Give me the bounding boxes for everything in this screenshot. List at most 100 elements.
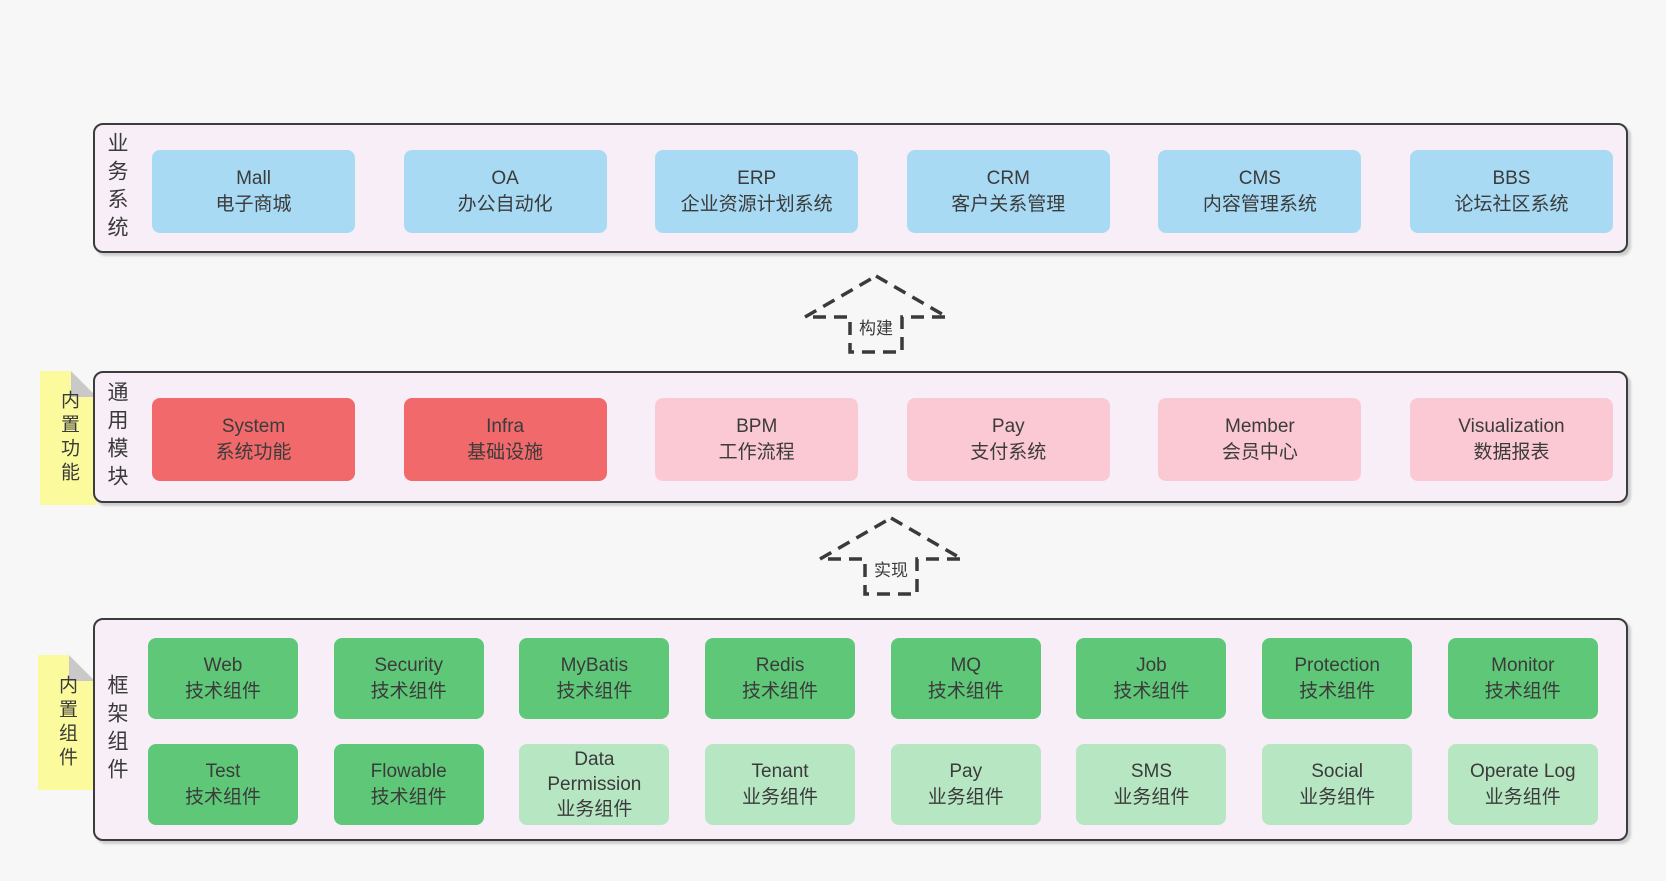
box-title: MQ bbox=[950, 655, 982, 677]
box-subtitle: 技术组件 bbox=[370, 786, 447, 808]
box-subtitle: 业务组件 bbox=[1113, 786, 1190, 808]
box-title: Data Permission bbox=[547, 748, 642, 795]
box-redis: Redis 技术组件 bbox=[705, 638, 856, 719]
box-subtitle: 业务组件 bbox=[927, 786, 1004, 808]
box-cms: CMS 内容管理系统 bbox=[1158, 150, 1362, 233]
sticky-note-label: 内置组件 bbox=[56, 674, 77, 771]
box-title: BPM bbox=[736, 416, 778, 438]
arrow-label: 构建 bbox=[856, 314, 896, 339]
box-title: Monitor bbox=[1491, 655, 1555, 677]
box-subtitle: 基础设施 bbox=[467, 441, 544, 463]
box-mq: MQ 技术组件 bbox=[890, 638, 1041, 719]
box-subtitle: 技术组件 bbox=[1299, 680, 1376, 702]
box-title: System bbox=[221, 416, 286, 438]
box-title: BBS bbox=[1492, 168, 1531, 190]
box-subtitle: 技术组件 bbox=[742, 680, 819, 702]
layer-business-systems: 业务系统 Mall 电子商城 OA 办公自动化 ERP 企业资源计划系统 CRM… bbox=[93, 123, 1628, 253]
layer-common-modules: 通用模块 System 系统功能 Infra 基础设施 BPM 工作流程 Pay… bbox=[93, 371, 1628, 503]
box-row: Web 技术组件 Security 技术组件 MyBatis 技术组件 Redi… bbox=[148, 638, 1598, 719]
box-title: Visualization bbox=[1458, 416, 1565, 438]
box-title: Job bbox=[1136, 655, 1167, 677]
box-title: Redis bbox=[755, 655, 805, 677]
box-flowable: Flowable 技术组件 bbox=[333, 744, 484, 825]
sticky-note-label: 内置功能 bbox=[58, 390, 79, 486]
box-subtitle: 内容管理系统 bbox=[1202, 193, 1317, 215]
box-oa: OA 办公自动化 bbox=[403, 150, 607, 233]
box-title: SMS bbox=[1130, 761, 1173, 783]
box-title: Protection bbox=[1294, 655, 1380, 677]
box-subtitle: 支付系统 bbox=[970, 441, 1047, 463]
layer-label: 框架组件 bbox=[105, 673, 128, 786]
box-bpm: BPM 工作流程 bbox=[655, 398, 859, 481]
box-sms: SMS 业务组件 bbox=[1076, 744, 1227, 825]
arrow-implement: 实现 bbox=[816, 515, 966, 597]
box-erp: ERP 企业资源计划系统 bbox=[655, 150, 859, 233]
box-title: Web bbox=[203, 655, 243, 677]
box-subtitle: 客户关系管理 bbox=[951, 193, 1066, 215]
box-subtitle: 论坛社区系统 bbox=[1454, 193, 1569, 215]
box-subtitle: 系统功能 bbox=[215, 441, 292, 463]
box-protection: Protection 技术组件 bbox=[1262, 638, 1413, 719]
box-crm: CRM 客户关系管理 bbox=[906, 150, 1110, 233]
layer-framework-components: 框架组件 Web 技术组件 Security 技术组件 MyBatis 技术组件… bbox=[93, 618, 1628, 841]
sticky-note-builtin-features: 内置功能 bbox=[40, 371, 97, 505]
box-mall: Mall 电子商城 bbox=[152, 150, 355, 233]
box-subtitle: 技术组件 bbox=[184, 786, 261, 808]
box-subtitle: 技术组件 bbox=[927, 680, 1004, 702]
box-subtitle: 工作流程 bbox=[718, 441, 795, 463]
box-title: Mall bbox=[236, 168, 271, 190]
box-system: System 系统功能 bbox=[152, 398, 355, 481]
box-social: Social 业务组件 bbox=[1262, 744, 1413, 825]
box-subtitle: 业务组件 bbox=[1484, 786, 1561, 808]
layer-label: 通用模块 bbox=[105, 381, 128, 493]
box-subtitle: 技术组件 bbox=[1113, 680, 1190, 702]
box-title: Pay bbox=[991, 416, 1025, 438]
box-subtitle: 业务组件 bbox=[742, 786, 819, 808]
box-title: ERP bbox=[737, 168, 777, 190]
box-row: System 系统功能 Infra 基础设施 BPM 工作流程 Pay 支付系统… bbox=[152, 398, 1613, 481]
box-subtitle: 数据报表 bbox=[1473, 441, 1550, 463]
box-mybatis: MyBatis 技术组件 bbox=[519, 638, 670, 719]
box-tenant: Tenant 业务组件 bbox=[705, 744, 856, 825]
box-title: Infra bbox=[486, 416, 525, 438]
box-pay: Pay 支付系统 bbox=[906, 398, 1110, 481]
box-title: Tenant bbox=[751, 761, 809, 783]
box-test: Test 技术组件 bbox=[148, 744, 298, 825]
box-subtitle: 技术组件 bbox=[370, 680, 447, 702]
box-security: Security 技术组件 bbox=[333, 638, 484, 719]
box-title: Member bbox=[1225, 416, 1295, 438]
box-pay-business: Pay 业务组件 bbox=[890, 744, 1041, 825]
box-title: Flowable bbox=[370, 761, 447, 783]
box-title: CMS bbox=[1238, 168, 1281, 190]
box-job: Job 技术组件 bbox=[1076, 638, 1227, 719]
box-title: CRM bbox=[986, 168, 1030, 190]
box-subtitle: 技术组件 bbox=[184, 680, 261, 702]
box-subtitle: 技术组件 bbox=[1484, 680, 1561, 702]
box-title: Social bbox=[1311, 761, 1363, 783]
box-subtitle: 技术组件 bbox=[556, 680, 633, 702]
arrow-label: 实现 bbox=[871, 556, 911, 581]
box-member: Member 会员中心 bbox=[1158, 398, 1362, 481]
box-title: OA bbox=[491, 168, 519, 190]
box-title: Security bbox=[374, 655, 443, 677]
box-subtitle: 企业资源计划系统 bbox=[680, 193, 833, 215]
box-monitor: Monitor 技术组件 bbox=[1447, 638, 1598, 719]
box-operate-log: Operate Log 业务组件 bbox=[1447, 744, 1598, 825]
box-title: Operate Log bbox=[1469, 761, 1576, 783]
box-title: Test bbox=[205, 761, 241, 783]
box-web: Web 技术组件 bbox=[148, 638, 298, 719]
box-subtitle: 业务组件 bbox=[1299, 786, 1376, 808]
box-row: Mall 电子商城 OA 办公自动化 ERP 企业资源计划系统 CRM 客户关系… bbox=[152, 150, 1613, 233]
box-subtitle: 电子商城 bbox=[215, 193, 292, 215]
sticky-note-builtin-components: 内置组件 bbox=[38, 655, 95, 790]
box-data-permission: Data Permission 业务组件 bbox=[519, 744, 670, 825]
box-subtitle: 会员中心 bbox=[1221, 441, 1298, 463]
box-row: Test 技术组件 Flowable 技术组件 Data Permission … bbox=[148, 744, 1598, 825]
box-subtitle: 业务组件 bbox=[556, 799, 633, 821]
box-visualization: Visualization 数据报表 bbox=[1409, 398, 1613, 481]
box-title: MyBatis bbox=[560, 655, 629, 677]
layer-label: 业务系统 bbox=[105, 132, 128, 244]
arrow-build: 构建 bbox=[801, 273, 951, 355]
box-title: Pay bbox=[949, 761, 983, 783]
